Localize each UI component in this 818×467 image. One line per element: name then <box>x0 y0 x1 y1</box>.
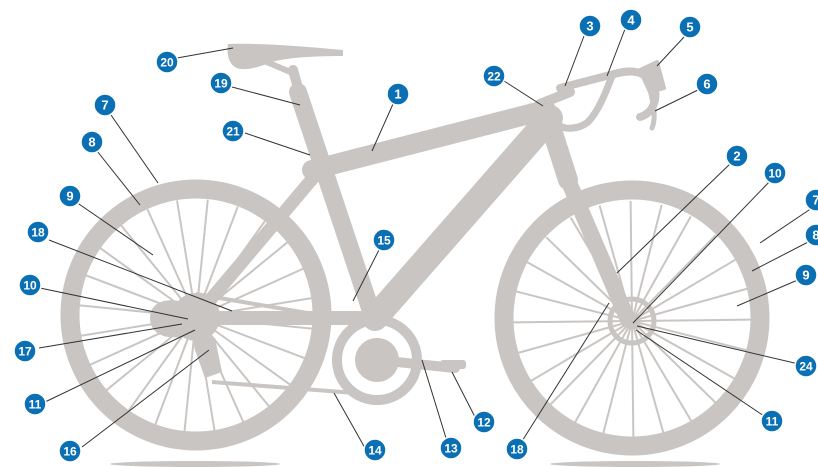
leader-7b <box>760 208 812 243</box>
callout-number: 15 <box>377 234 391 248</box>
callout-badge-c10a: 10 <box>19 274 41 296</box>
leader-24 <box>637 326 803 365</box>
leader-lines <box>39 29 812 448</box>
callout-number: 16 <box>63 445 77 459</box>
front-wheel-shadow <box>550 461 720 467</box>
leader-5 <box>657 36 685 66</box>
callout-badge-c20: 20 <box>156 51 178 73</box>
stem <box>540 92 570 104</box>
callout-badges: 1234567788991010111112131415161718181920… <box>14 9 818 462</box>
head-tube <box>545 108 568 180</box>
callout-badge-c24: 24 <box>795 355 817 377</box>
callout-badge-c4: 4 <box>620 9 642 31</box>
callout-badge-c10b: 10 <box>764 162 786 184</box>
rear-wheel-shadow <box>110 461 280 467</box>
rear-derailleur <box>190 330 222 378</box>
callout-number: 7 <box>101 98 108 113</box>
callout-badge-c3: 3 <box>579 15 601 37</box>
callout-number: 11 <box>29 398 42 412</box>
callout-badge-c2: 2 <box>726 145 748 167</box>
callout-badge-c13: 13 <box>440 437 462 459</box>
callout-badge-c7a: 7 <box>94 94 116 116</box>
callout-badge-c6: 6 <box>696 73 718 95</box>
callout-number: 12 <box>477 416 491 430</box>
spoke <box>632 321 633 441</box>
saddle <box>228 44 343 69</box>
callout-number: 3 <box>586 19 593 34</box>
callout-number: 8 <box>88 135 95 150</box>
callout-badge-c9b: 9 <box>795 264 817 286</box>
callout-badge-c19: 19 <box>210 72 232 94</box>
leader-6 <box>655 89 700 111</box>
callout-number: 5 <box>686 20 693 35</box>
callout-number: 10 <box>768 167 782 181</box>
leader-12 <box>452 372 475 417</box>
leader-21 <box>245 133 310 155</box>
callout-badge-c5: 5 <box>679 16 701 38</box>
callout-number: 9 <box>802 268 809 283</box>
callout-number: 2 <box>733 149 740 164</box>
leader-7a <box>111 115 158 183</box>
callout-number: 24 <box>799 360 813 374</box>
callout-number: 4 <box>627 13 635 28</box>
bike-illustration <box>70 44 760 467</box>
leader-8a <box>97 151 140 205</box>
callout-badge-c18a: 18 <box>27 221 49 243</box>
callout-number: 14 <box>368 444 382 458</box>
callout-badge-c17: 17 <box>14 340 36 362</box>
callout-number: 20 <box>160 56 174 70</box>
leader-17 <box>39 324 182 348</box>
spoke <box>632 320 752 321</box>
callout-number: 1 <box>394 87 401 102</box>
callout-number: 19 <box>214 77 228 91</box>
callout-badge-c22: 22 <box>483 65 505 87</box>
handlebar <box>558 62 664 128</box>
callout-badge-c11b: 11 <box>761 410 783 432</box>
callout-badge-c16: 16 <box>59 440 81 462</box>
callout-number: 10 <box>23 279 37 293</box>
spoke <box>512 321 632 322</box>
spoke <box>631 201 632 321</box>
callout-badge-c21: 21 <box>222 120 244 142</box>
callout-number: 17 <box>18 345 32 359</box>
callout-badge-c8a: 8 <box>81 131 103 153</box>
rear-disc-caliper <box>150 300 184 337</box>
callout-badge-c9a: 9 <box>59 185 81 207</box>
leader-22 <box>504 81 543 106</box>
callout-number: 9 <box>66 189 73 204</box>
crankset <box>337 320 466 400</box>
callout-number: 11 <box>766 415 779 429</box>
leader-20 <box>177 48 233 58</box>
callout-badge-c1: 1 <box>387 83 409 105</box>
callout-number: 18 <box>31 226 45 240</box>
pedal <box>440 360 466 369</box>
callout-number: 21 <box>226 125 240 139</box>
callout-number: 18 <box>510 443 524 457</box>
callout-number: 22 <box>487 70 501 84</box>
callout-number: 6 <box>703 77 710 92</box>
callout-number: 13 <box>444 442 458 456</box>
callout-badge-c18b: 18 <box>506 438 528 460</box>
callout-badge-c12: 12 <box>473 411 495 433</box>
callout-badge-c7b: 7 <box>805 189 818 211</box>
callout-badge-c11a: 11 <box>24 393 46 415</box>
callout-number: 7 <box>812 193 818 208</box>
callout-badge-c15: 15 <box>373 229 395 251</box>
callout-number: 8 <box>812 228 818 243</box>
callout-badge-c14: 14 <box>364 439 386 461</box>
